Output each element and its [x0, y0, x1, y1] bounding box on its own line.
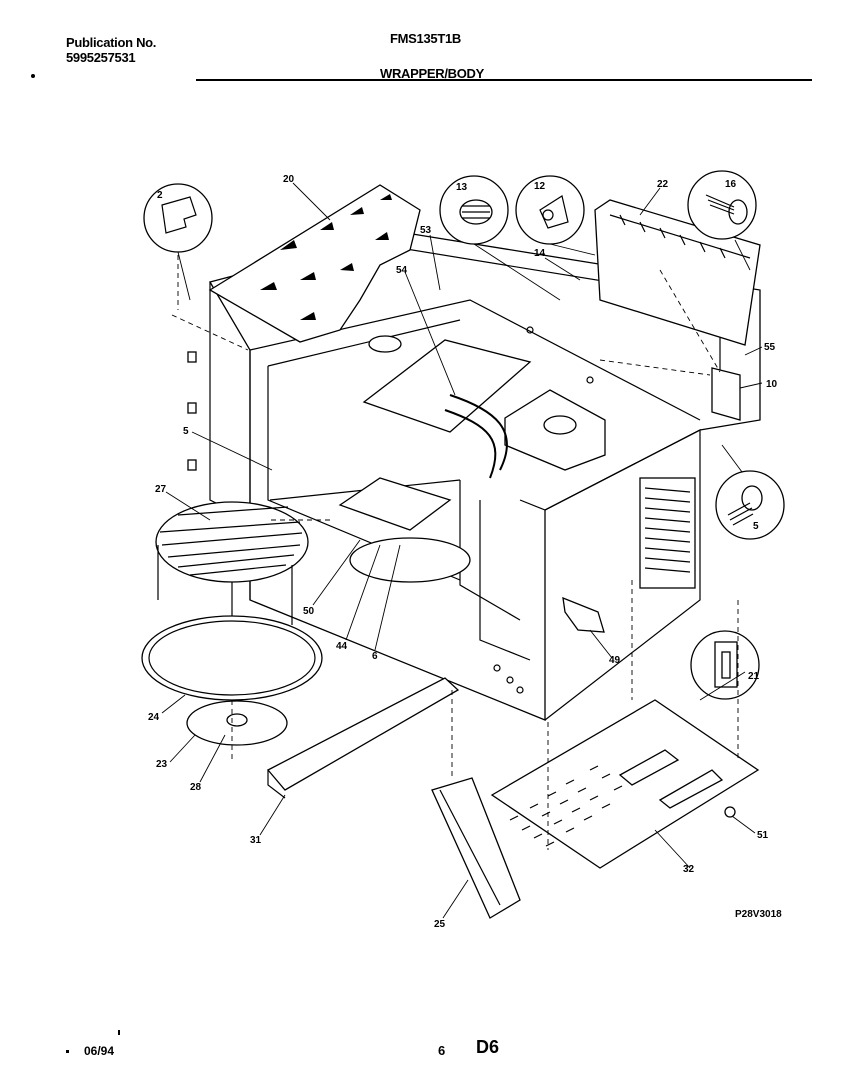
detail-circle-21 [690, 630, 760, 700]
label-part-24: 24 [148, 712, 160, 723]
label-part-44: 44 [336, 641, 348, 652]
label-part-51: 51 [757, 830, 769, 841]
label-part-5-left: 5 [183, 426, 189, 437]
label-part-6: 6 [372, 651, 378, 662]
model-number: FMS135T1B [390, 31, 461, 46]
detail-circle-13 [439, 175, 509, 245]
label-part-25: 25 [434, 919, 446, 930]
part-49-clip [562, 596, 605, 633]
label-part-16: 16 [725, 179, 737, 190]
label-part-50: 50 [303, 606, 315, 617]
label-part-55: 55 [764, 342, 776, 353]
leader-lines [161, 182, 763, 919]
vent-slots [644, 487, 691, 573]
part-labels: 2 20 13 12 22 16 53 54 14 55 10 5 27 5 5… [148, 174, 782, 930]
label-part-10: 10 [766, 379, 778, 390]
footer-mark [118, 1030, 120, 1035]
assembly-dash-lines [171, 255, 739, 850]
part-23-support [186, 700, 288, 746]
part-24-ring [141, 615, 323, 701]
label-part-49: 49 [609, 655, 621, 666]
bullet-mark [31, 74, 35, 78]
part-10-bracket [711, 367, 741, 421]
detail-circle-16 [687, 170, 757, 240]
label-part-54: 54 [396, 265, 408, 276]
detail-circle-12 [515, 175, 585, 245]
part-25-duct [431, 777, 521, 919]
label-part-13: 13 [456, 182, 468, 193]
label-part-27: 27 [155, 484, 167, 495]
label-part-31: 31 [250, 835, 262, 846]
detail-circle-5-screw [715, 470, 785, 540]
label-part-20: 20 [283, 174, 295, 185]
label-part-2: 2 [157, 190, 163, 201]
label-part-22: 22 [657, 179, 669, 190]
part-20-insulation [208, 184, 421, 343]
footer-date: 06/94 [84, 1044, 115, 1058]
detail-circle-2 [143, 183, 213, 253]
label-part-53: 53 [420, 225, 432, 236]
section-title: WRAPPER/BODY [380, 66, 485, 81]
publication-label: Publication No. [66, 35, 157, 50]
label-part-21: 21 [748, 671, 760, 682]
footer-section-code: D6 [476, 1037, 500, 1057]
part-27-rack [155, 501, 309, 690]
label-part-14: 14 [534, 248, 546, 259]
footer-bullet [66, 1050, 69, 1053]
label-part-23: 23 [156, 759, 168, 770]
cabinet-body [187, 231, 761, 721]
part-31-rail [266, 677, 460, 791]
figure-code: P28V3018 [735, 909, 782, 920]
label-part-28: 28 [190, 782, 202, 793]
label-part-32: 32 [683, 864, 695, 875]
label-part-5-right: 5 [753, 521, 759, 532]
label-part-12: 12 [534, 181, 546, 192]
publication-number: 5995257531 [66, 50, 136, 65]
footer-page-number: 6 [438, 1043, 446, 1058]
part-32-bottom-plate [490, 699, 760, 869]
plate-perforations [509, 765, 623, 847]
header-rule [196, 79, 812, 81]
